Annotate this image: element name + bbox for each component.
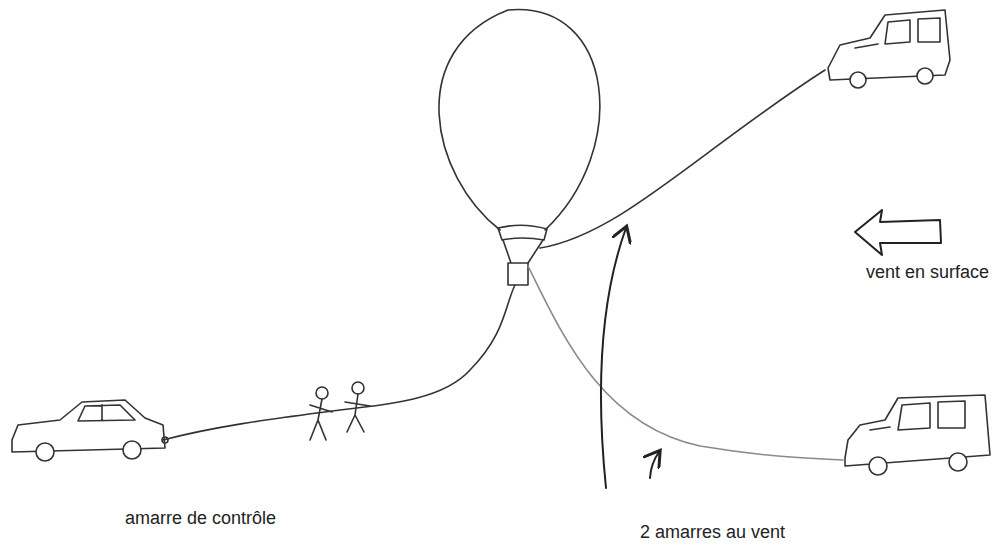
wind-mooring — [540, 70, 825, 248]
wind-label: vent en surface — [866, 262, 989, 283]
basket — [508, 263, 528, 285]
balloon-mouth — [498, 225, 547, 240]
callout-arrow — [601, 228, 626, 488]
car — [12, 400, 168, 461]
balloon-envelope — [439, 10, 600, 230]
mooring-label: amarre de contrôle — [125, 508, 276, 529]
callout-arrow — [650, 452, 659, 478]
control-mooring — [163, 285, 515, 440]
van — [828, 10, 950, 88]
van — [845, 395, 990, 475]
wind-arrow — [855, 210, 941, 255]
people — [310, 382, 370, 440]
wind-mooring — [528, 266, 843, 460]
callout-label: 2 amarres au vent — [640, 522, 785, 543]
